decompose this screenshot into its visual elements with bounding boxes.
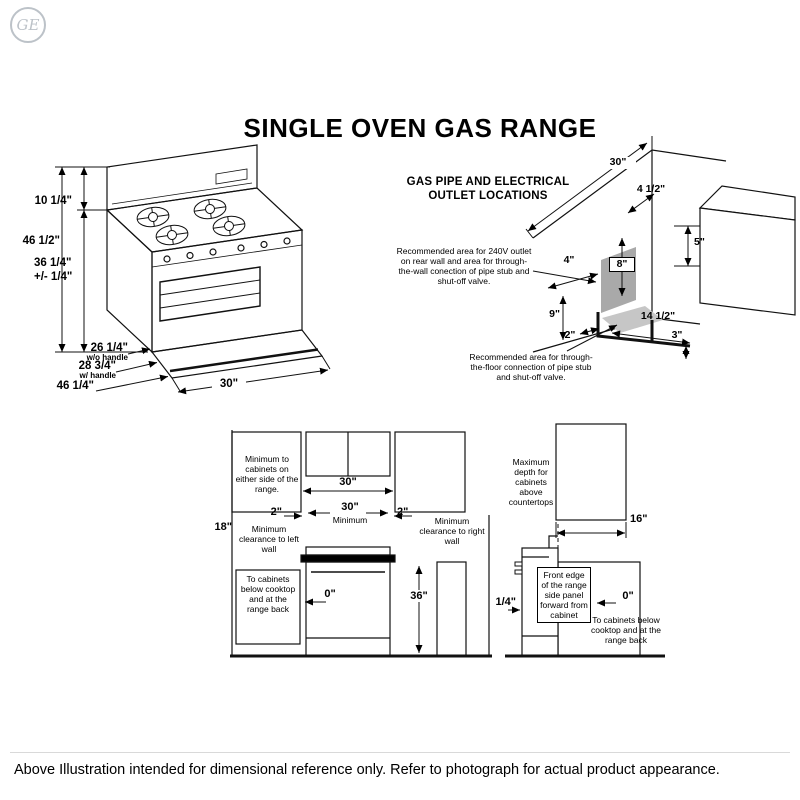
left-wall-18-label: 18" [214,521,232,533]
height-36-label: 36" [406,590,432,603]
range-30-label: 30" [341,501,359,513]
clearance-side-dimension-lines [508,522,627,614]
dim-4-label: 4" [563,254,575,266]
cabinet-gap-30-label: 30" [339,476,357,488]
ge-logo: GE [10,7,46,43]
cooktop-height-label: 36 1/4" [34,257,72,269]
depth-with-handle-note: w/ handle [79,371,116,380]
wall-outlet-note: Recommended area for 240V outlet on rear… [396,246,532,287]
dim-8-label: 8" [609,257,635,272]
depth-door-open-label: 46 1/4" [56,380,94,392]
depth-with-handle-label: 28 3/4" [78,360,116,372]
dim-4-5-label: 4 1/2" [636,183,666,195]
right-wall-note: Minimum clearance to right wall [419,516,485,547]
dim-9-label: 9" [549,308,560,320]
quarter-inch-label: 1/4" [495,596,516,608]
gas-outlet-heading-line1: GAS PIPE AND ELECTRICAL [406,176,570,188]
clearance-front-dimension-lines [284,487,423,653]
cabinet-depth-16-label: 16" [630,513,648,525]
minimum-label: Minimum [332,515,368,525]
below-cooktop-note-left: To cabinets below cooktop and at the ran… [240,574,296,615]
floor-connection-note: Recommended area for through-the-floor c… [469,352,593,383]
ge-logo-text: GE [16,15,40,34]
left-2in-label: 2" [270,506,282,518]
dim-2-label: 2" [564,329,576,341]
range-width-label: 30" [212,378,246,391]
footer-note: Above Illustration intended for dimensio… [14,762,720,778]
footer-divider [10,752,790,753]
max-depth-note: Maximum depth for cabinets above counter… [508,457,554,508]
wall-width-dim-label: 30" [600,156,636,169]
page-title: SINGLE OVEN GAS RANGE [243,113,597,143]
backsplash-height-label: 10 1/4" [34,195,72,207]
clearance-front-view [230,430,492,658]
zero-clearance-left-label: 0" [324,588,336,600]
dim-5-label: 5" [694,236,705,248]
right-2in-label: 2" [397,506,409,518]
dim-14-5-label: 14 1/2" [640,310,676,322]
overall-height-label: 46 1/2" [22,235,60,247]
range-isometric-drawing [105,144,324,379]
depth-no-handle-note: w/o handle [86,353,128,362]
below-cooktop-note-right: To cabinets below cooktop and at the ran… [591,615,661,646]
side-cabinet-note: Minimum to cabinets on either side of th… [235,454,299,495]
cooktop-height-tolerance-label: +/- 1/4" [34,271,73,283]
range-dimension-lines [55,166,331,395]
depth-no-handle-label: 26 1/4" [90,342,128,354]
left-wall-note: Minimum clearance to left wall [238,524,299,555]
gas-outlet-heading-line2: OUTLET LOCATIONS [428,190,548,202]
front-edge-note: Front edge of the range side panel forwa… [537,567,591,624]
dim-3-label: 3" [671,329,683,341]
zero-clearance-right-label: 0" [622,590,634,602]
